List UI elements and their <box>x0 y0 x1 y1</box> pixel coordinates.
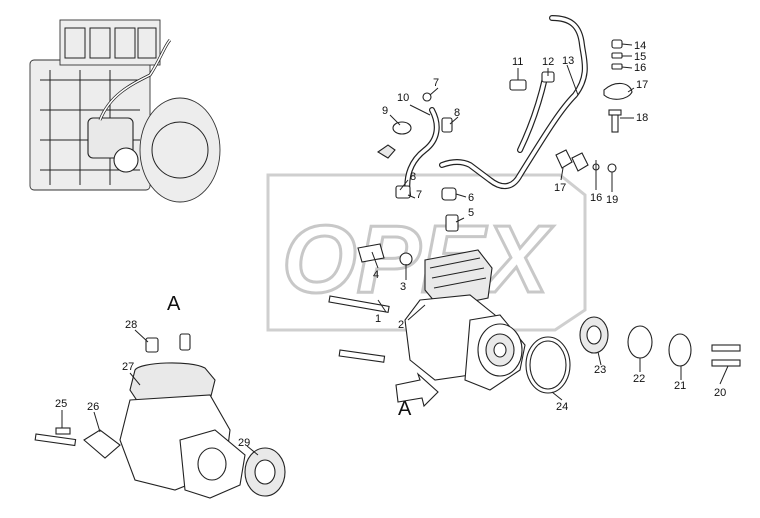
callout-6: 6 <box>468 192 474 204</box>
watermark: OPEX <box>266 173 587 332</box>
callout-17a: 17 <box>636 79 648 91</box>
callout-7b: 7 <box>416 189 422 201</box>
view-label-a-bottom: A <box>398 398 412 420</box>
callout-23: 23 <box>594 364 606 376</box>
callout-8b: 8 <box>410 171 416 183</box>
callout-11: 11 <box>512 56 523 68</box>
callouts: 1 2 3 4 5 6 7 7 8 8 9 10 11 12 13 14 15 … <box>55 40 726 449</box>
leader-lines <box>61 43 729 456</box>
view-a-arrow <box>395 372 439 408</box>
callout-29: 29 <box>238 437 250 449</box>
pipe-10 <box>404 107 440 198</box>
callout-25: 25 <box>55 398 67 410</box>
callout-14: 14 <box>634 40 646 52</box>
callout-3: 3 <box>400 281 406 293</box>
callout-8a: 8 <box>454 107 460 119</box>
callout-22: 22 <box>633 373 645 385</box>
callout-24: 24 <box>556 401 568 413</box>
callout-2: 2 <box>398 319 404 331</box>
engine-overview <box>29 19 221 203</box>
callout-19: 19 <box>606 194 618 206</box>
fittings-group <box>357 39 633 266</box>
callout-16a: 16 <box>634 62 646 74</box>
view-label-a-top: A <box>167 293 181 315</box>
callout-28: 28 <box>125 319 137 331</box>
callout-15: 15 <box>634 51 646 63</box>
callout-9: 9 <box>382 105 388 117</box>
callout-13: 13 <box>562 55 574 67</box>
callout-16b: 16 <box>590 192 602 204</box>
callout-20: 20 <box>714 387 726 399</box>
pipe-13 <box>439 15 588 190</box>
callout-17b: 17 <box>554 182 566 194</box>
callout-5: 5 <box>468 207 474 219</box>
callout-12: 12 <box>542 56 554 68</box>
callout-7a: 7 <box>433 77 439 89</box>
callout-4: 4 <box>373 269 379 281</box>
compressor-main <box>328 249 741 394</box>
compressor-view-a <box>34 333 286 499</box>
callout-21: 21 <box>674 380 686 392</box>
callout-10: 10 <box>397 92 409 104</box>
callout-26: 26 <box>87 401 99 413</box>
watermark-text: OPEX <box>282 206 554 313</box>
callout-18: 18 <box>636 112 648 124</box>
callout-27: 27 <box>122 361 134 373</box>
callout-1: 1 <box>375 313 381 325</box>
